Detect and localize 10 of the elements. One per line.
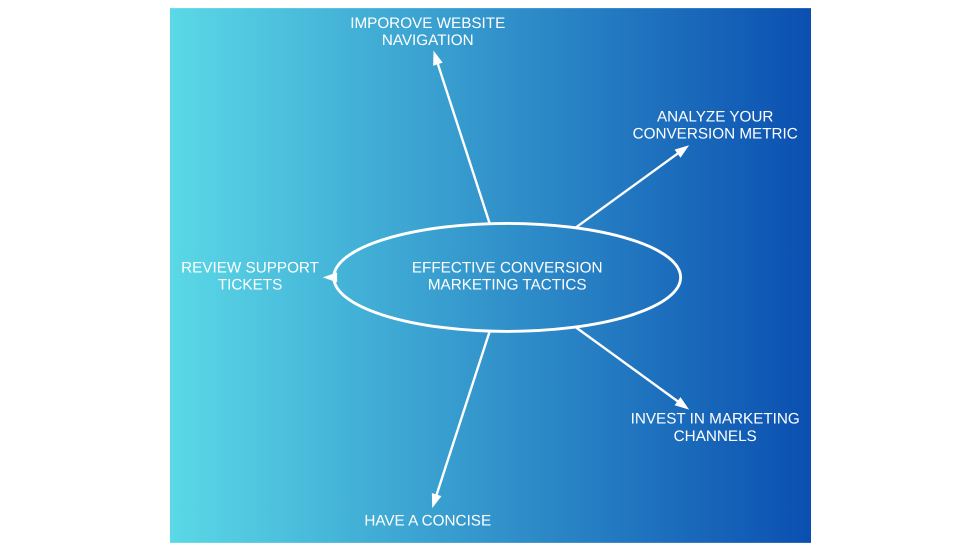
- arrow: [431, 330, 490, 508]
- arrow: [322, 272, 337, 282]
- node-text: REVIEW SUPPORT TICKETS: [180, 259, 318, 294]
- node-text: IMPOROVE WEBSITE NAVIGATION: [350, 14, 505, 50]
- node-text: ANALYZE YOUR CONVERSION METRIC: [632, 108, 798, 142]
- arrow: [574, 145, 689, 229]
- node-text: HAVE A CONCISE: [364, 512, 491, 530]
- arrow: [574, 326, 689, 410]
- arrow: [432, 50, 490, 224]
- node-text: INVEST IN MARKETING CHANNELS: [630, 410, 800, 445]
